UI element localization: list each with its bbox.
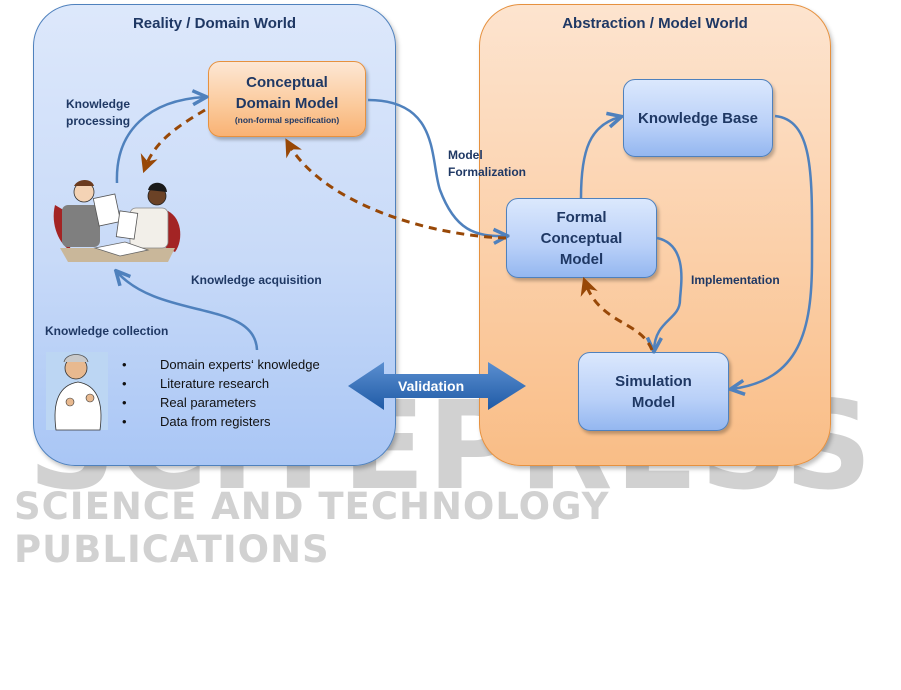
list-item: • Literature research — [122, 374, 320, 393]
model-formalization-label: Model Formalization — [448, 147, 526, 181]
feedback-arrow-processing — [140, 108, 206, 174]
watermark-tagline: SCIENCE AND TECHNOLOGY PUBLICATIONS — [14, 485, 610, 571]
knowledge-acquisition-arrow — [117, 272, 259, 351]
knowledge-collection-label: Knowledge collection — [45, 324, 169, 338]
panel-title-left: Reality / Domain World — [132, 15, 297, 32]
feedback-arrow-formal-to-conceptual — [285, 138, 507, 240]
simulation-model-line1: Simulation — [615, 372, 692, 390]
conceptual-domain-model-box[interactable]: Conceptual Domain Model (non-formal spec… — [208, 61, 366, 137]
simulation-model-box[interactable]: Simulation Model — [578, 352, 729, 431]
knowledge-processing-line1: Knowledge — [66, 97, 131, 111]
knowledge-processing-line2: processing — [66, 114, 131, 128]
model-formalization-line2: Formalization — [448, 165, 527, 179]
knowledge-base-title: Knowledge Base — [637, 109, 759, 127]
implementation-label: Implementation — [691, 273, 780, 287]
conceptual-domain-model-line1: Conceptual — [246, 74, 328, 91]
simulation-model-line2: Model — [631, 393, 676, 411]
panel-title-right: Abstraction / Model World — [562, 15, 748, 32]
knowledge-processing-label: Knowledge processing — [66, 96, 130, 130]
knowledge-base-box[interactable]: Knowledge Base — [623, 79, 773, 157]
knowledge-sources-list: • Domain experts‘ knowledge • Literature r… — [122, 355, 320, 431]
validation-arrow[interactable] — [348, 362, 526, 410]
expert-icon — [46, 352, 108, 431]
list-item: • Real parameters — [122, 393, 320, 412]
list-item-text: Real parameters — [160, 395, 257, 410]
conceptual-domain-model-subtitle: (non-formal specification) — [234, 115, 340, 125]
list-item-text: Literature research — [160, 376, 270, 391]
conceptual-domain-model-line2: Domain Model — [235, 95, 339, 112]
bullet: • — [122, 376, 127, 391]
knowledge-processing-arrow — [115, 97, 205, 184]
model-formalization-arrow — [367, 98, 506, 236]
bullet: • — [122, 357, 127, 372]
knowledge-base-to-simulation-arrow — [732, 114, 814, 389]
meeting-icon — [53, 180, 181, 262]
formalization-to-knowledge-base-arrow — [579, 117, 620, 199]
feedback-arrow-simulation-to-formal — [580, 276, 654, 351]
model-formalization-line1: Model — [448, 148, 483, 162]
implementation-arrow — [654, 236, 683, 350]
bullet: • — [122, 395, 127, 410]
knowledge-acquisition-label: Knowledge acquisition — [191, 273, 322, 287]
formal-conceptual-model-line3: Model — [559, 250, 604, 268]
formal-conceptual-model-line1: Formal — [556, 208, 607, 226]
list-item: • Data from registers — [122, 412, 320, 431]
bullet: • — [122, 414, 127, 429]
formal-conceptual-model-line2: Conceptual — [540, 229, 623, 247]
list-item-text: Data from registers — [160, 414, 271, 429]
validation-label: Validation — [398, 378, 465, 394]
list-item-text: Domain experts‘ knowledge — [160, 357, 320, 372]
list-item: • Domain experts‘ knowledge — [122, 355, 320, 374]
